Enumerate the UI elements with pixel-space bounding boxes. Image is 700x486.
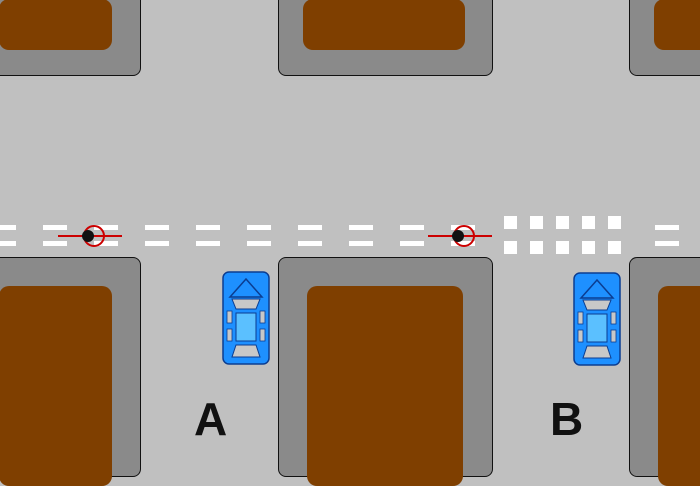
crosswalk-stripe (530, 241, 543, 254)
car-icon (573, 272, 621, 366)
lane-dash (0, 225, 16, 230)
crosswalk-stripe (530, 216, 543, 229)
position-label-b: B (550, 393, 584, 445)
lane-dash (145, 241, 169, 246)
lane-dash (94, 225, 118, 230)
crosswalk-stripe (608, 216, 621, 229)
top-right-block (629, 0, 700, 76)
top-middle-building (303, 0, 465, 50)
crosswalk-stripe (582, 241, 595, 254)
crosswalk-stripe (556, 241, 569, 254)
bottom-middle-block (278, 257, 493, 486)
lane-dash (400, 225, 424, 230)
lane-dash (298, 225, 322, 230)
lane-dash (655, 225, 679, 230)
lane-dash (0, 241, 16, 246)
position-label-a: A (194, 393, 228, 445)
lane-dash (451, 241, 475, 246)
lane-dash (43, 241, 67, 246)
crosswalk-stripe (504, 241, 517, 254)
top-right-building (654, 0, 700, 50)
lane-dash (43, 225, 67, 230)
lane-dash (247, 225, 271, 230)
top-left-building (0, 0, 112, 50)
bottom-left-building (0, 286, 112, 486)
lane-dash (349, 225, 373, 230)
lane-dash (94, 241, 118, 246)
top-middle-block (278, 0, 493, 76)
lane-dash (655, 241, 679, 246)
bottom-middle-building (307, 286, 463, 486)
lane-dash (196, 241, 220, 246)
crosswalk-stripe (582, 216, 595, 229)
crosswalk-stripe (608, 241, 621, 254)
car-icon (222, 271, 270, 365)
lane-dash (400, 241, 424, 246)
bicycle-icon (428, 225, 492, 247)
bottom-left-block (0, 257, 141, 486)
lane-dash (298, 241, 322, 246)
bottom-right-block (629, 257, 700, 486)
bicycle-icon (58, 225, 122, 247)
crosswalk-stripe (504, 216, 517, 229)
bottom-right-building (658, 286, 700, 486)
lane-dash (247, 241, 271, 246)
crosswalk-stripe (556, 216, 569, 229)
top-left-block (0, 0, 141, 76)
lane-dash (196, 225, 220, 230)
lane-dash (451, 225, 475, 230)
lane-dash (145, 225, 169, 230)
lane-dash (349, 241, 373, 246)
